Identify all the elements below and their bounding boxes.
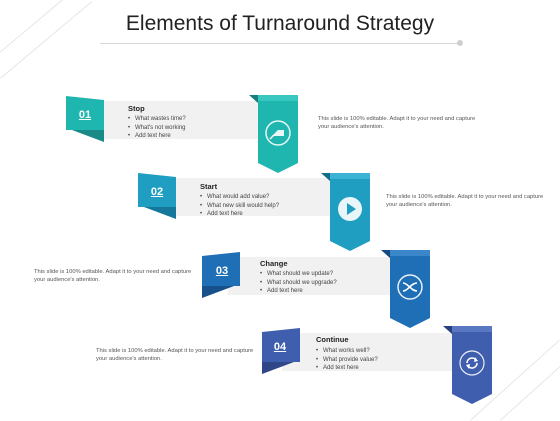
step-number-tag <box>202 252 240 298</box>
step-bullets: What should we update? What should we up… <box>260 270 337 296</box>
bullet-item: What's not working <box>128 124 186 133</box>
decor-line <box>500 359 560 421</box>
bullet-item: What should we upgrade? <box>260 279 337 288</box>
bullet-item: Add text here <box>128 132 186 141</box>
step-bullets: What wastes time? What's not working Add… <box>128 115 186 141</box>
step-title: Start <box>200 182 218 191</box>
bullet-item: What should we update? <box>260 270 337 279</box>
step-number-tag <box>66 96 104 142</box>
bullet-item: What would add value? <box>200 193 279 202</box>
bullet-item: What wastes time? <box>128 115 186 124</box>
step-number: 03 <box>215 265 229 277</box>
shuffle-icon <box>397 274 423 300</box>
step-ribbon <box>443 326 492 404</box>
bullet-item: What works well? <box>316 347 378 356</box>
step-description: This slide is 100% editable. Adapt it to… <box>34 269 192 283</box>
rocket-icon <box>265 120 291 146</box>
refresh-icon <box>459 350 485 376</box>
bullet-item: What new skill would help? <box>200 202 279 211</box>
step-number: 02 <box>150 186 164 198</box>
bullet-item: Add text here <box>260 287 337 296</box>
bullet-item: Add text here <box>316 364 378 373</box>
step-description: This slide is 100% editable. Adapt it to… <box>318 116 476 130</box>
bullet-item: Add text here <box>200 210 279 219</box>
play-icon <box>338 197 362 221</box>
title-underline-dot <box>457 40 463 46</box>
step-title: Stop <box>128 104 145 113</box>
step-ribbon <box>381 250 430 328</box>
bullet-item: What provide value? <box>316 356 378 365</box>
step-bullets: What works well? What provide value? Add… <box>316 347 378 373</box>
title-underline <box>100 43 460 44</box>
step-description: This slide is 100% editable. Adapt it to… <box>386 194 544 208</box>
step-number: 01 <box>78 109 92 121</box>
step-description: This slide is 100% editable. Adapt it to… <box>96 348 254 362</box>
step-title: Continue <box>316 335 349 344</box>
step-title: Change <box>260 259 288 268</box>
step-number-tag <box>262 328 300 374</box>
step-bullets: What would add value? What new skill wou… <box>200 193 279 219</box>
step-number: 04 <box>273 341 287 353</box>
step-number-tag <box>138 173 176 219</box>
page-title: Elements of Turnaround Strategy <box>125 12 435 35</box>
